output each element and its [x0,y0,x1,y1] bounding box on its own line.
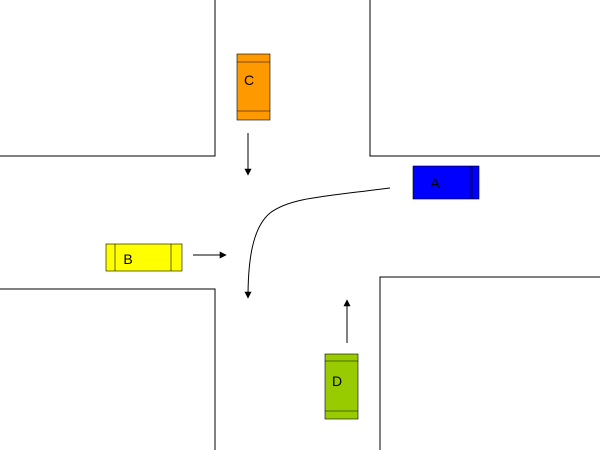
road-edge-bottom-left [0,288,216,450]
road-edge-top-left [0,0,216,157]
vehicle-b-label: B [123,251,132,267]
vehicle-c: C [236,53,271,121]
vehicle-a: A [412,165,480,200]
vehicle-c-label: C [244,72,254,88]
road-edge-top-right [369,0,600,157]
vehicle-d-body [324,353,359,420]
road-edge-bottom-right [379,276,600,450]
vehicle-a-body [412,165,480,200]
vehicle-b: B [105,243,183,272]
arrow-a-left-turn [244,187,391,299]
vehicle-d: D [324,353,359,420]
vehicle-d-label: D [332,373,342,389]
vehicle-a-label: A [430,175,440,191]
vehicle-c-body [236,53,271,121]
vehicle-b-body [105,243,183,272]
movement-arrows [193,133,391,343]
